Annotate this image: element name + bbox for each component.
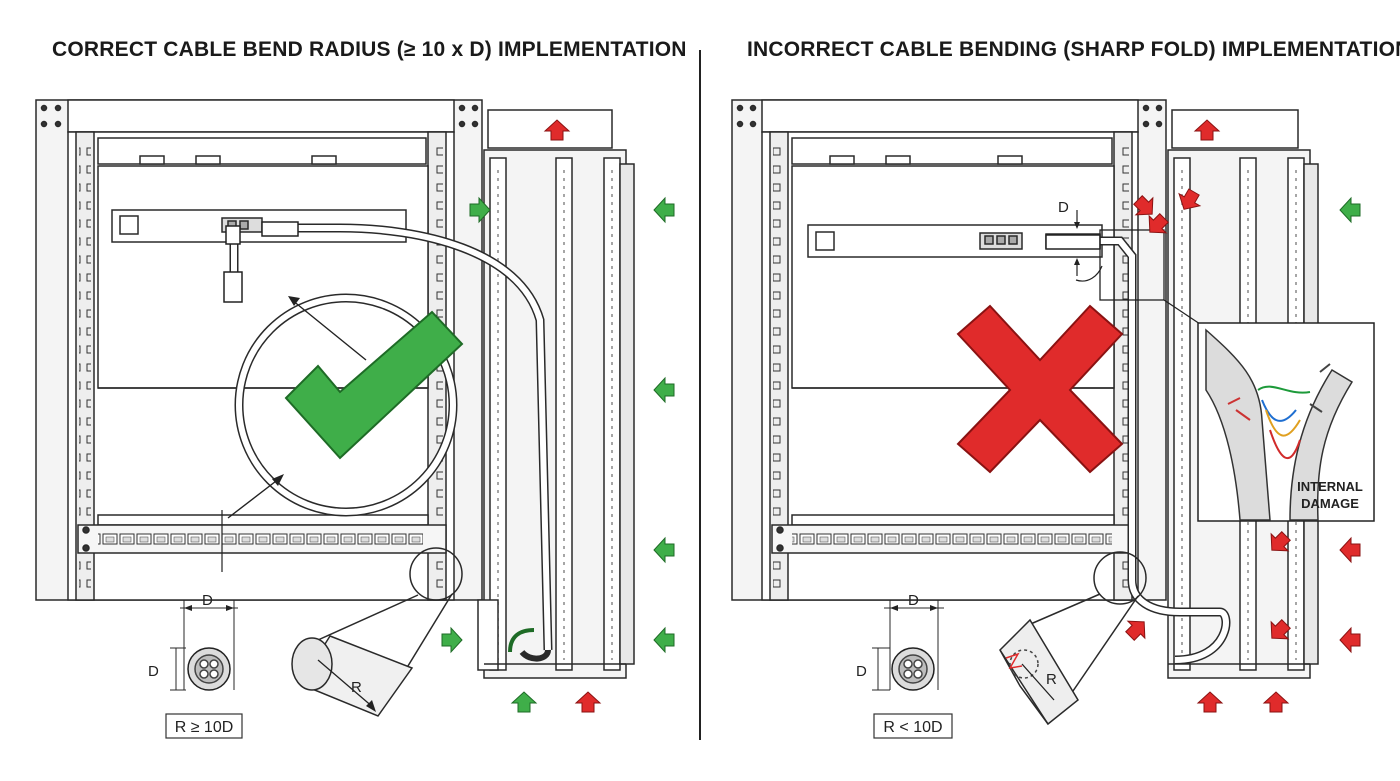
intake-arrow-icon bbox=[1339, 197, 1361, 223]
left-radius-label: R bbox=[351, 679, 362, 696]
left-panel: R D D R ≥ 10D bbox=[35, 99, 675, 739]
intake-arrow-icon bbox=[653, 197, 675, 223]
left-diameter-label-top: D bbox=[202, 592, 213, 609]
green-checkmark-icon bbox=[284, 310, 464, 460]
right-rule-label: R < 10D bbox=[883, 719, 942, 736]
right-panel: D INTERNAL DAMAGE R bbox=[731, 99, 1375, 739]
right-diameter-label-top: D bbox=[908, 592, 919, 609]
left-diameter-label-side: D bbox=[148, 663, 159, 680]
left-rack-frame bbox=[35, 99, 483, 601]
intake-arrow-icon bbox=[653, 627, 675, 653]
left-panel-title: CORRECT CABLE BEND RADIUS (≥ 10 x D) IMP… bbox=[52, 38, 687, 61]
right-radius-label: R bbox=[1046, 671, 1057, 688]
intake-arrow-icon bbox=[441, 627, 463, 653]
left-patch-panel bbox=[77, 524, 447, 554]
intake-arrow-icon bbox=[511, 691, 537, 713]
exhaust-arrow-icon bbox=[1339, 627, 1361, 653]
internal-damage-inset bbox=[1197, 322, 1375, 522]
right-sharp-bend-callout bbox=[1074, 210, 1201, 325]
intake-arrow-icon bbox=[653, 377, 675, 403]
exhaust-arrow-icon bbox=[1197, 691, 1223, 713]
right-diameter-label-side: D bbox=[856, 663, 867, 680]
left-bend-magnifier bbox=[291, 547, 463, 717]
left-cable-cross-section bbox=[165, 600, 243, 739]
intake-arrow-icon bbox=[653, 537, 675, 563]
exhaust-arrow-icon bbox=[1339, 537, 1361, 563]
right-panel-title: INCORRECT CABLE BENDING (SHARP FOLD) IMP… bbox=[747, 38, 1400, 61]
left-airflow-arrows bbox=[441, 119, 675, 713]
exhaust-arrow-icon bbox=[1121, 612, 1154, 645]
left-cable-manager bbox=[477, 109, 635, 679]
damage-label-line2: DAMAGE bbox=[1301, 496, 1359, 511]
red-x-icon bbox=[956, 304, 1124, 474]
exhaust-arrow-icon bbox=[1263, 691, 1289, 713]
left-rule-label: R ≥ 10D bbox=[175, 719, 234, 736]
right-callout-d-label: D bbox=[1058, 199, 1069, 216]
left-cable bbox=[221, 221, 553, 662]
exhaust-arrow-icon bbox=[575, 691, 601, 713]
damage-label-line1: INTERNAL bbox=[1297, 479, 1363, 494]
right-patch-panel bbox=[771, 524, 1133, 554]
right-bend-magnifier bbox=[999, 551, 1147, 726]
right-cable-cross-section bbox=[872, 600, 953, 739]
right-cable bbox=[1045, 234, 1231, 665]
